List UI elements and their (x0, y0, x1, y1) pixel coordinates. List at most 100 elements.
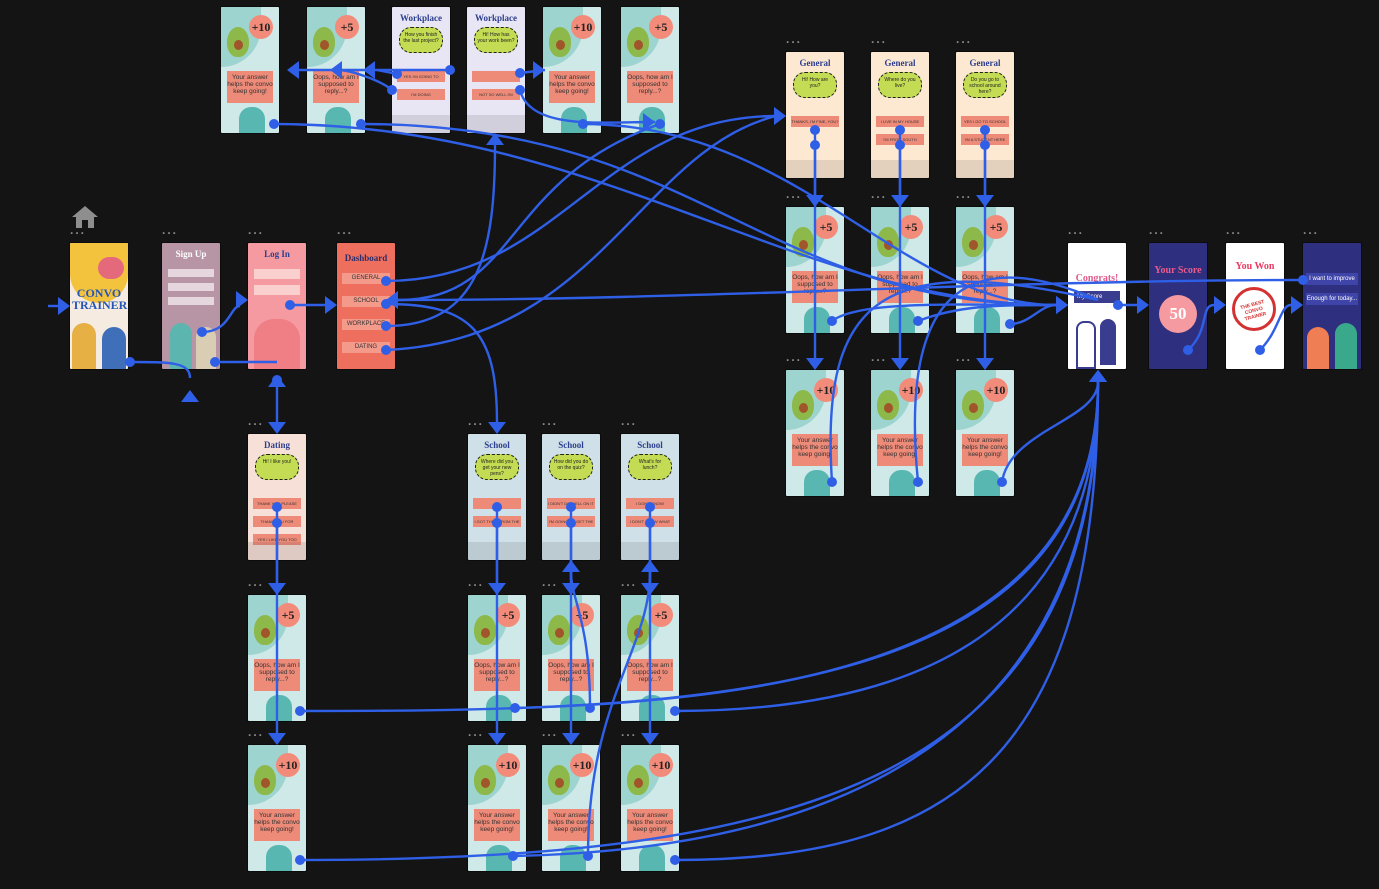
frame-menu-dots[interactable]: ... (248, 725, 265, 739)
frame-menu-dots[interactable]: ... (786, 350, 803, 364)
connection-start-dot[interactable] (381, 276, 391, 286)
frame-menu-dots[interactable]: ... (621, 414, 638, 428)
frame-menu-dots[interactable]: ... (248, 575, 265, 589)
connection-start-dot[interactable] (895, 140, 905, 150)
connection-start-dot[interactable] (913, 316, 923, 326)
connection-start-dot[interactable] (1298, 275, 1308, 285)
frame-menu-dots[interactable]: ... (956, 32, 973, 46)
dashboard-category-button[interactable]: WORKPLACE (342, 319, 390, 330)
connection-start-dot[interactable] (125, 357, 135, 367)
connection-start-dot[interactable] (1255, 345, 1265, 355)
connection-start-dot[interactable] (980, 125, 990, 135)
connection-start-dot[interactable] (645, 502, 655, 512)
frame-menu-dots[interactable]: ... (1149, 223, 1166, 237)
frame-menu-dots[interactable]: ... (542, 414, 559, 428)
connection-start-dot[interactable] (392, 69, 402, 79)
frame-menu-dots[interactable]: ... (621, 0, 637, 1)
frame-menu-dots[interactable]: ... (956, 350, 973, 364)
connection-start-dot[interactable] (913, 477, 923, 487)
frame-menu-dots[interactable]: ... (1226, 223, 1243, 237)
frame-sign-up[interactable]: Sign Up (162, 243, 220, 369)
connection-start-dot[interactable] (585, 703, 595, 713)
connection-start-dot[interactable] (810, 140, 820, 150)
connection-start-dot[interactable] (272, 375, 282, 385)
frame-menu-dots[interactable]: ... (468, 575, 485, 589)
input-field[interactable] (168, 269, 214, 277)
frame-menu-dots[interactable]: ... (392, 0, 408, 1)
frame-menu-dots[interactable]: ... (871, 187, 888, 201)
connection-start-dot[interactable] (492, 502, 502, 512)
connection-start-dot[interactable] (1183, 345, 1193, 355)
connection-start-dot[interactable] (515, 85, 525, 95)
answer-option-button[interactable] (472, 71, 520, 82)
connection-start-dot[interactable] (997, 477, 1007, 487)
answer-option-button[interactable]: NOT SO WELL I'M UNDER SO MUCH (472, 89, 520, 100)
connection-start-dot[interactable] (566, 502, 576, 512)
frame-menu-dots[interactable]: ... (467, 0, 483, 1)
frame-menu-dots[interactable]: ... (1303, 223, 1320, 237)
connection-start-dot[interactable] (508, 851, 518, 861)
dashboard-category-button[interactable]: DATING (342, 342, 390, 353)
frame-menu-dots[interactable]: ... (621, 575, 638, 589)
connection-start-dot[interactable] (381, 345, 391, 355)
connection-start-dot[interactable] (269, 119, 279, 129)
final-option-button[interactable]: I want to improve (1306, 273, 1358, 285)
frame-menu-dots[interactable]: ... (337, 223, 354, 237)
connection-start-dot[interactable] (356, 119, 366, 129)
frame-menu-dots[interactable]: ... (786, 187, 803, 201)
connection-start-dot[interactable] (645, 518, 655, 528)
connection-start-dot[interactable] (285, 300, 295, 310)
frame-menu-dots[interactable]: ... (468, 414, 485, 428)
frame-menu-dots[interactable]: ... (468, 725, 485, 739)
frame-menu-dots[interactable]: ... (248, 223, 265, 237)
connection-start-dot[interactable] (1113, 300, 1123, 310)
connection-start-dot[interactable] (387, 85, 397, 95)
frame-menu-dots[interactable]: ... (621, 725, 638, 739)
connection-start-dot[interactable] (670, 706, 680, 716)
connection-start-dot[interactable] (272, 518, 282, 528)
connection-start-dot[interactable] (810, 125, 820, 135)
home-icon[interactable] (70, 204, 100, 230)
frame-menu-dots[interactable]: ... (871, 32, 888, 46)
connection-start-dot[interactable] (210, 357, 220, 367)
frame-menu-dots[interactable]: ... (543, 0, 559, 1)
connection-start-dot[interactable] (578, 119, 588, 129)
input-field[interactable] (254, 269, 300, 279)
connection-start-dot[interactable] (197, 327, 207, 337)
frame-menu-dots[interactable]: ... (1068, 223, 1085, 237)
frame-menu-dots[interactable]: ... (162, 223, 179, 237)
frame-menu-dots[interactable]: ... (70, 223, 87, 237)
frame-menu-dots[interactable]: ... (542, 725, 559, 739)
connection-start-dot[interactable] (827, 316, 837, 326)
connection-start-dot[interactable] (827, 477, 837, 487)
answer-option-button[interactable]: I'M DOING (397, 89, 445, 100)
frame-menu-dots[interactable]: ... (248, 414, 265, 428)
frame-menu-dots[interactable]: ... (871, 350, 888, 364)
dashboard-category-button[interactable]: SCHOOL RECIPES (342, 296, 390, 307)
connection-start-dot[interactable] (295, 706, 305, 716)
connection-start-dot[interactable] (670, 855, 680, 865)
connection-start-dot[interactable] (445, 65, 455, 75)
connection-start-dot[interactable] (980, 140, 990, 150)
connection-start-dot[interactable] (272, 502, 282, 512)
connection-start-dot[interactable] (655, 119, 665, 129)
connection-start-dot[interactable] (295, 855, 305, 865)
frame-menu-dots[interactable]: ... (956, 187, 973, 201)
frame-convo-trainer[interactable]: CONVO TRAINER (70, 243, 128, 369)
connection-start-dot[interactable] (895, 125, 905, 135)
answer-option-button[interactable]: YES I GO TO SCHOOL HERE (961, 116, 1009, 127)
frame-menu-dots[interactable]: ... (542, 575, 559, 589)
input-field[interactable] (168, 297, 214, 305)
final-option-button[interactable]: Enough for today... (1306, 293, 1358, 305)
answer-option-button[interactable]: THANKS, I'M FINE, YOU? (791, 116, 839, 127)
